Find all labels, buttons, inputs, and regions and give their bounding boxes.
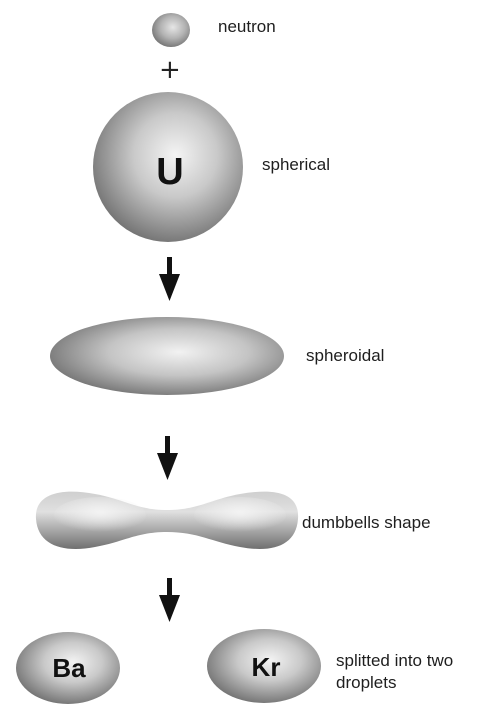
down-arrow bbox=[159, 578, 180, 622]
barium-symbol: Ba bbox=[52, 653, 86, 683]
barium-fragment bbox=[16, 632, 120, 704]
krypton-fragment bbox=[207, 629, 321, 703]
spheroidal-label: spheroidal bbox=[306, 346, 385, 365]
dumbbell-label: dumbbells shape bbox=[302, 513, 431, 532]
dumbbell-nucleus bbox=[35, 491, 299, 549]
split-label: splitted into two droplets bbox=[336, 651, 454, 692]
spheroid-nucleus bbox=[50, 317, 284, 395]
spherical-label: spherical bbox=[262, 155, 331, 174]
uranium-nucleus bbox=[93, 92, 243, 242]
neutron-label: neutron bbox=[218, 17, 276, 36]
uranium-symbol: U bbox=[156, 151, 183, 193]
krypton-symbol: Kr bbox=[252, 652, 281, 682]
plus-sign: + bbox=[159, 55, 181, 85]
neutron-sphere bbox=[152, 13, 190, 47]
down-arrow bbox=[159, 257, 180, 301]
down-arrow bbox=[157, 436, 178, 480]
